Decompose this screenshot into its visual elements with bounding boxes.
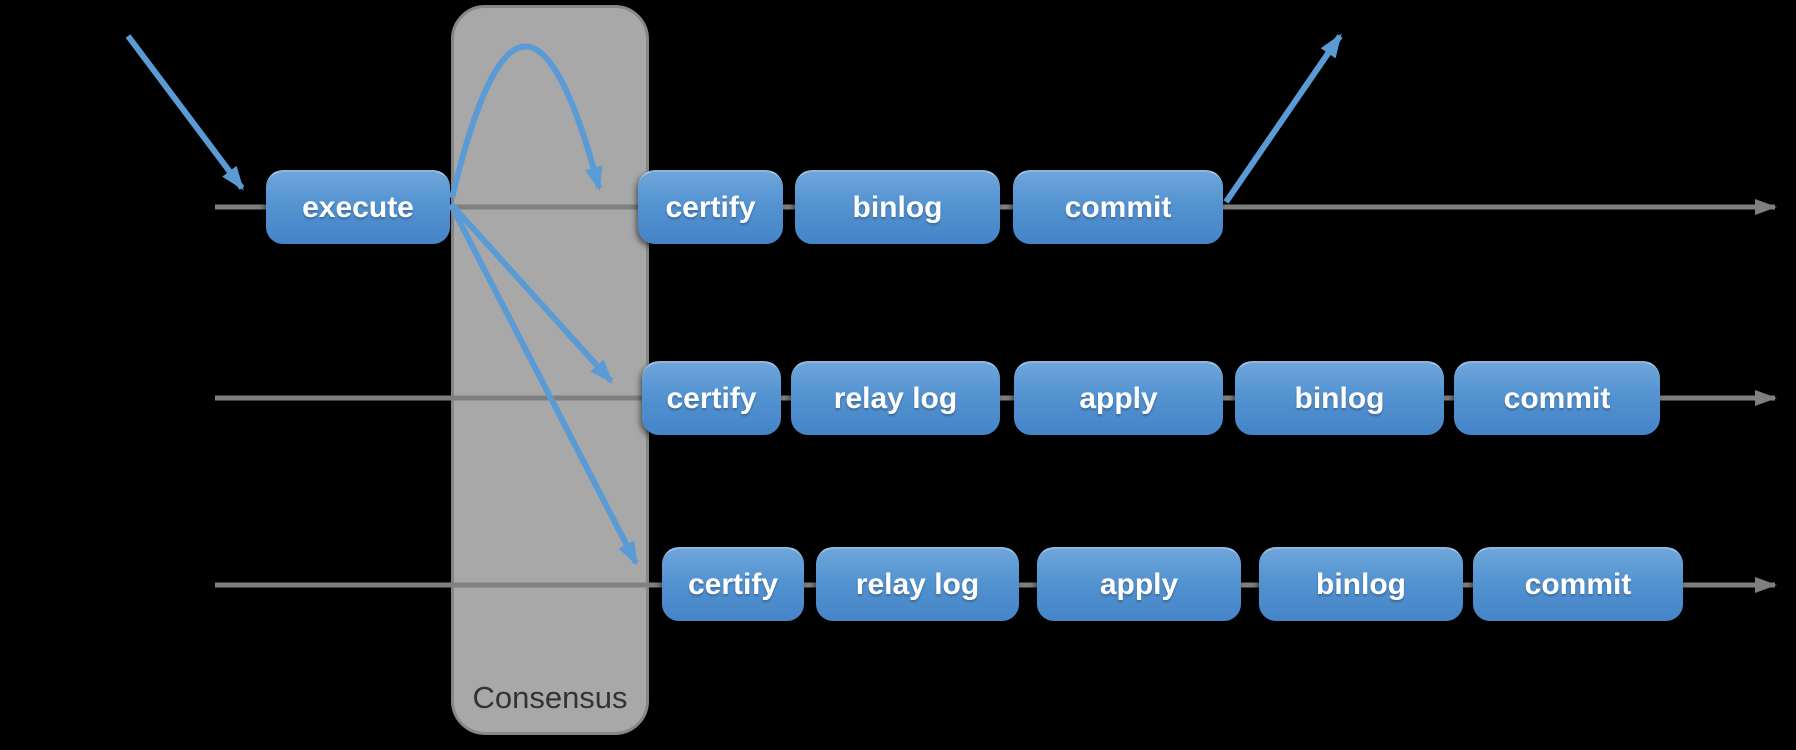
node-r2-certify: certify — [642, 361, 781, 435]
node-r1-binlog: binlog — [795, 170, 1000, 244]
node-r3-commit: commit — [1473, 547, 1683, 621]
node-r3-binlog: binlog — [1259, 547, 1463, 621]
node-r2-apply: apply — [1014, 361, 1223, 435]
incoming-arrow — [125, 34, 245, 191]
consensus-label: Consensus — [472, 680, 628, 715]
node-r1-certify: certify — [638, 170, 783, 244]
node-r3-relay-log: relay log — [816, 547, 1019, 621]
node-r3-certify: certify — [662, 547, 804, 621]
node-r2-commit: commit — [1454, 361, 1660, 435]
node-r2-binlog: binlog — [1235, 361, 1444, 435]
outgoing-arrow — [1223, 33, 1343, 204]
consensus-pillar: Consensus — [451, 5, 649, 735]
node-r1-commit: commit — [1013, 170, 1223, 244]
node-r3-apply: apply — [1037, 547, 1241, 621]
node-r1-execute: execute — [266, 170, 450, 244]
node-r2-relay-log: relay log — [791, 361, 1000, 435]
